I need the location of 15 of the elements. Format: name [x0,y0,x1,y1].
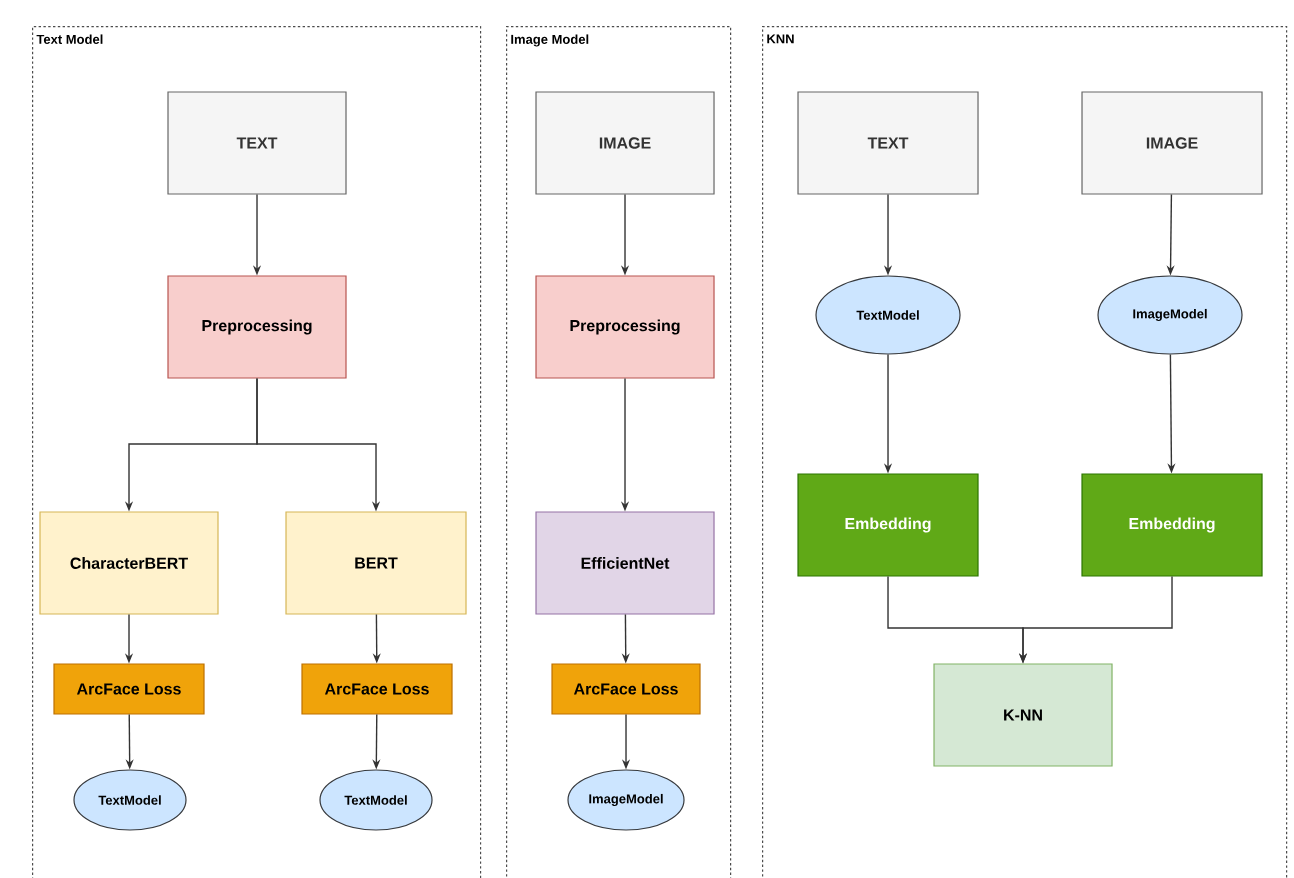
loss-box: ArcFace Loss [301,663,453,715]
process-box: Preprocessing [167,275,347,379]
process-box: EfficientNet [535,511,715,615]
process-box: CharacterBERT [39,511,219,615]
loss-box: ArcFace Loss [53,663,205,715]
process-box: BERT [285,511,467,615]
input-box: IMAGE [535,91,715,195]
loss-box: ArcFace Loss [551,663,701,715]
process-box: Embedding [1081,473,1263,577]
process-box: Embedding [797,473,979,577]
process-box: K-NN [933,663,1113,767]
process-box: Preprocessing [535,275,715,379]
input-box: TEXT [167,91,347,195]
input-box: TEXT [797,91,979,195]
input-box: IMAGE [1081,91,1263,195]
